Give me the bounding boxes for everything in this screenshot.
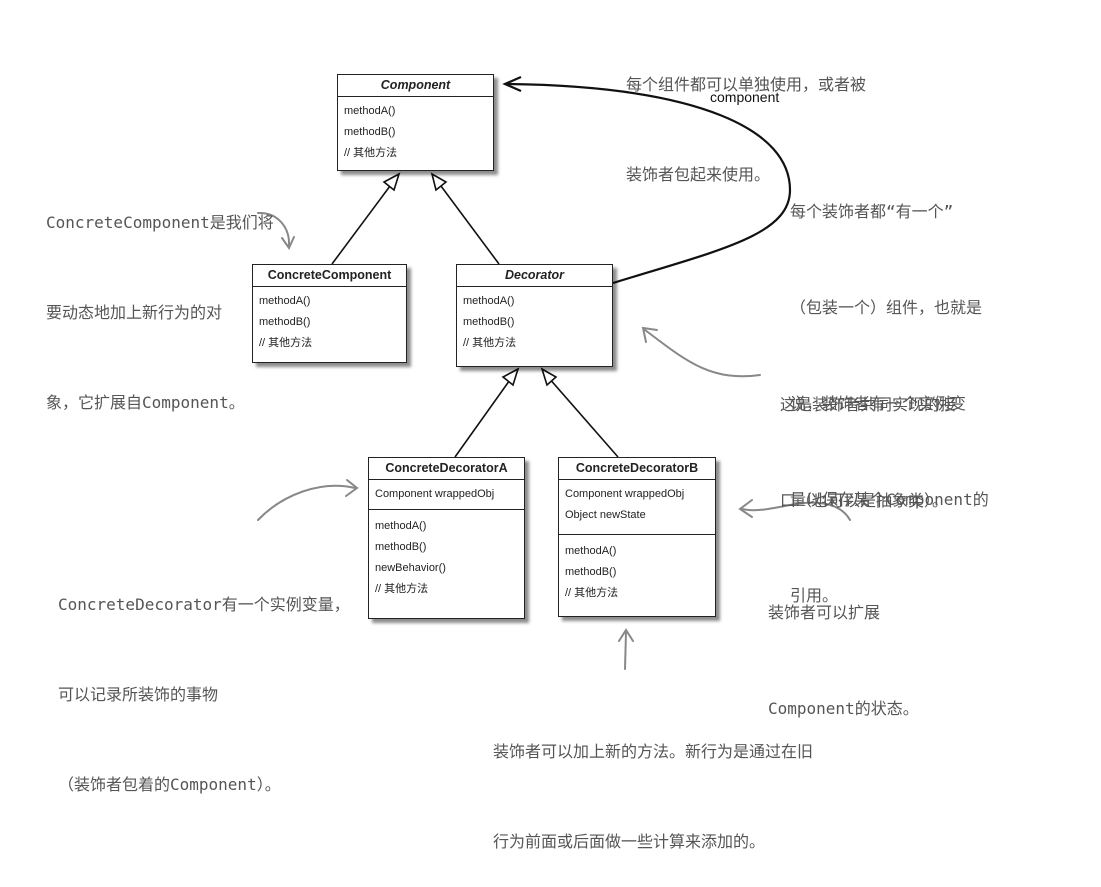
- association-curve: [504, 82, 792, 285]
- methods-section: methodA() methodB() // 其他方法: [559, 535, 715, 616]
- method: // 其他方法: [463, 336, 517, 349]
- method: methodB(): [375, 540, 427, 553]
- method: // 其他方法: [565, 586, 619, 599]
- method: methodB(): [259, 315, 311, 328]
- inherit-line-decorator: [437, 181, 500, 265]
- method: methodA(): [344, 104, 396, 117]
- method: methodA(): [375, 519, 427, 532]
- class-concrete-component: ConcreteComponent methodA() methodB() //…: [252, 264, 407, 363]
- note-line: 可以记录所装饰的事物: [58, 685, 219, 704]
- method: methodB(): [344, 125, 396, 138]
- note-line: 量以保存某个Component的: [790, 490, 989, 509]
- note-line: 象，它扩展自Component。: [46, 393, 245, 412]
- class-concrete-decorator-a: ConcreteDecoratorA Component wrappedObj …: [368, 457, 525, 619]
- note-line: 每个组件都可以单独使用，或者被: [626, 75, 867, 94]
- inherit-line-decorator-a: [454, 376, 513, 458]
- method: // 其他方法: [259, 336, 313, 349]
- method: methodA(): [463, 294, 515, 307]
- pointer-arrowhead: [738, 499, 753, 518]
- class-decorator: Decorator methodA() methodB() // 其他方法: [456, 264, 613, 367]
- pointer-arrowhead: [345, 479, 359, 497]
- methods-section: methodA() methodB() newBehavior() // 其他方…: [369, 510, 524, 618]
- pointer-arrow-extend-state: [741, 501, 851, 521]
- note-line: 装饰者可以加上新的方法。新行为是通过在旧: [493, 742, 814, 761]
- pointer-arrow-concrete-component: [257, 211, 291, 247]
- inherit-line-concrete-component: [331, 181, 394, 265]
- note-concrete-decorator: ConcreteDecorator有一个实例变量， 可以记录所装饰的事物 （装饰…: [58, 530, 350, 830]
- note-extend-state: 装饰者可以扩展 Component的状态。: [768, 533, 919, 757]
- association-label: component: [710, 89, 780, 105]
- pointer-arrow-concrete-decorator: [257, 484, 356, 521]
- note-line: 装饰者包起来使用。: [626, 165, 771, 184]
- methods-section: methodA() methodB() // 其他方法: [253, 287, 406, 362]
- note-line: 每个装饰者都“有一个”: [790, 202, 954, 221]
- inherit-line-decorator-b: [547, 376, 619, 458]
- field: Object newState: [565, 508, 646, 521]
- diagram-connectors: [257, 75, 851, 670]
- methods-section: methodA() methodB() // 其他方法: [338, 97, 493, 170]
- class-name: ConcreteDecoratorB: [559, 458, 715, 480]
- inherit-arrowhead: [430, 172, 448, 192]
- fields-section: Component wrappedObj: [369, 480, 524, 510]
- class-component: Component methodA() methodB() // 其他方法: [337, 74, 494, 171]
- note-line: ConcreteDecorator有一个实例变量，: [58, 595, 350, 614]
- inherit-arrowhead: [501, 367, 520, 387]
- class-name: Decorator: [457, 265, 612, 287]
- pointer-arrowhead: [618, 628, 634, 642]
- note-line: 装饰者可以扩展: [768, 603, 881, 622]
- note-line: Component的状态。: [768, 699, 919, 718]
- method: // 其他方法: [344, 146, 398, 159]
- inherit-arrowhead: [382, 172, 401, 192]
- class-name: ConcreteDecoratorA: [369, 458, 524, 480]
- class-concrete-decorator-b: ConcreteDecoratorB Component wrappedObj …: [558, 457, 716, 617]
- note-line: 要动态地加上新行为的对: [46, 303, 223, 322]
- note-line: 行为前面或后面做一些计算来添加的。: [493, 832, 766, 851]
- field: Component wrappedObj: [375, 487, 495, 500]
- method: methodA(): [259, 294, 311, 307]
- association-arrowhead: [502, 75, 522, 93]
- class-name: ConcreteComponent: [253, 265, 406, 287]
- note-has-a: 每个装饰者都“有一个” （包装一个）组件，也就是 说，装饰者有一个实例变 量以保…: [790, 132, 989, 644]
- pointer-arrowhead: [641, 326, 658, 343]
- note-line: （装饰者包着的Component）。: [58, 775, 281, 794]
- inherit-arrowhead: [540, 367, 558, 387]
- note-line: 说，装饰者有一个实例变: [790, 394, 967, 413]
- method: methodB(): [565, 565, 617, 578]
- methods-section: methodA() methodB() // 其他方法: [457, 287, 612, 366]
- note-line: 口（也可以是抽象类）。: [780, 491, 949, 510]
- note-top: 每个组件都可以单独使用，或者被 装饰者包起来使用。: [626, 10, 866, 220]
- method: methodA(): [565, 544, 617, 557]
- pointer-arrowhead: [281, 236, 295, 251]
- method: // 其他方法: [375, 582, 429, 595]
- note-line: ConcreteComponent是我们将: [46, 213, 274, 232]
- method: methodB(): [463, 315, 515, 328]
- note-new-methods: 装饰者可以加上新的方法。新行为是通过在旧 行为前面或后面做一些计算来添加的。: [493, 677, 813, 887]
- class-name: Component: [338, 75, 493, 97]
- note-interface: 这是装饰者共同实现的接 口（也可以是抽象类）。: [780, 325, 956, 549]
- note-line: 这是装饰者共同实现的接: [780, 395, 957, 414]
- note-line: （包装一个）组件，也就是: [790, 298, 983, 317]
- field: Component wrappedObj: [565, 487, 685, 500]
- note-line: 引用。: [790, 586, 839, 605]
- pointer-arrow-interface: [644, 329, 761, 378]
- note-concrete-component: ConcreteComponent是我们将 要动态地加上新行为的对 象，它扩展自…: [46, 148, 274, 448]
- fields-section: Component wrappedObj Object newState: [559, 480, 715, 535]
- method: newBehavior(): [375, 561, 446, 574]
- pointer-arrow-new-methods: [624, 631, 627, 670]
